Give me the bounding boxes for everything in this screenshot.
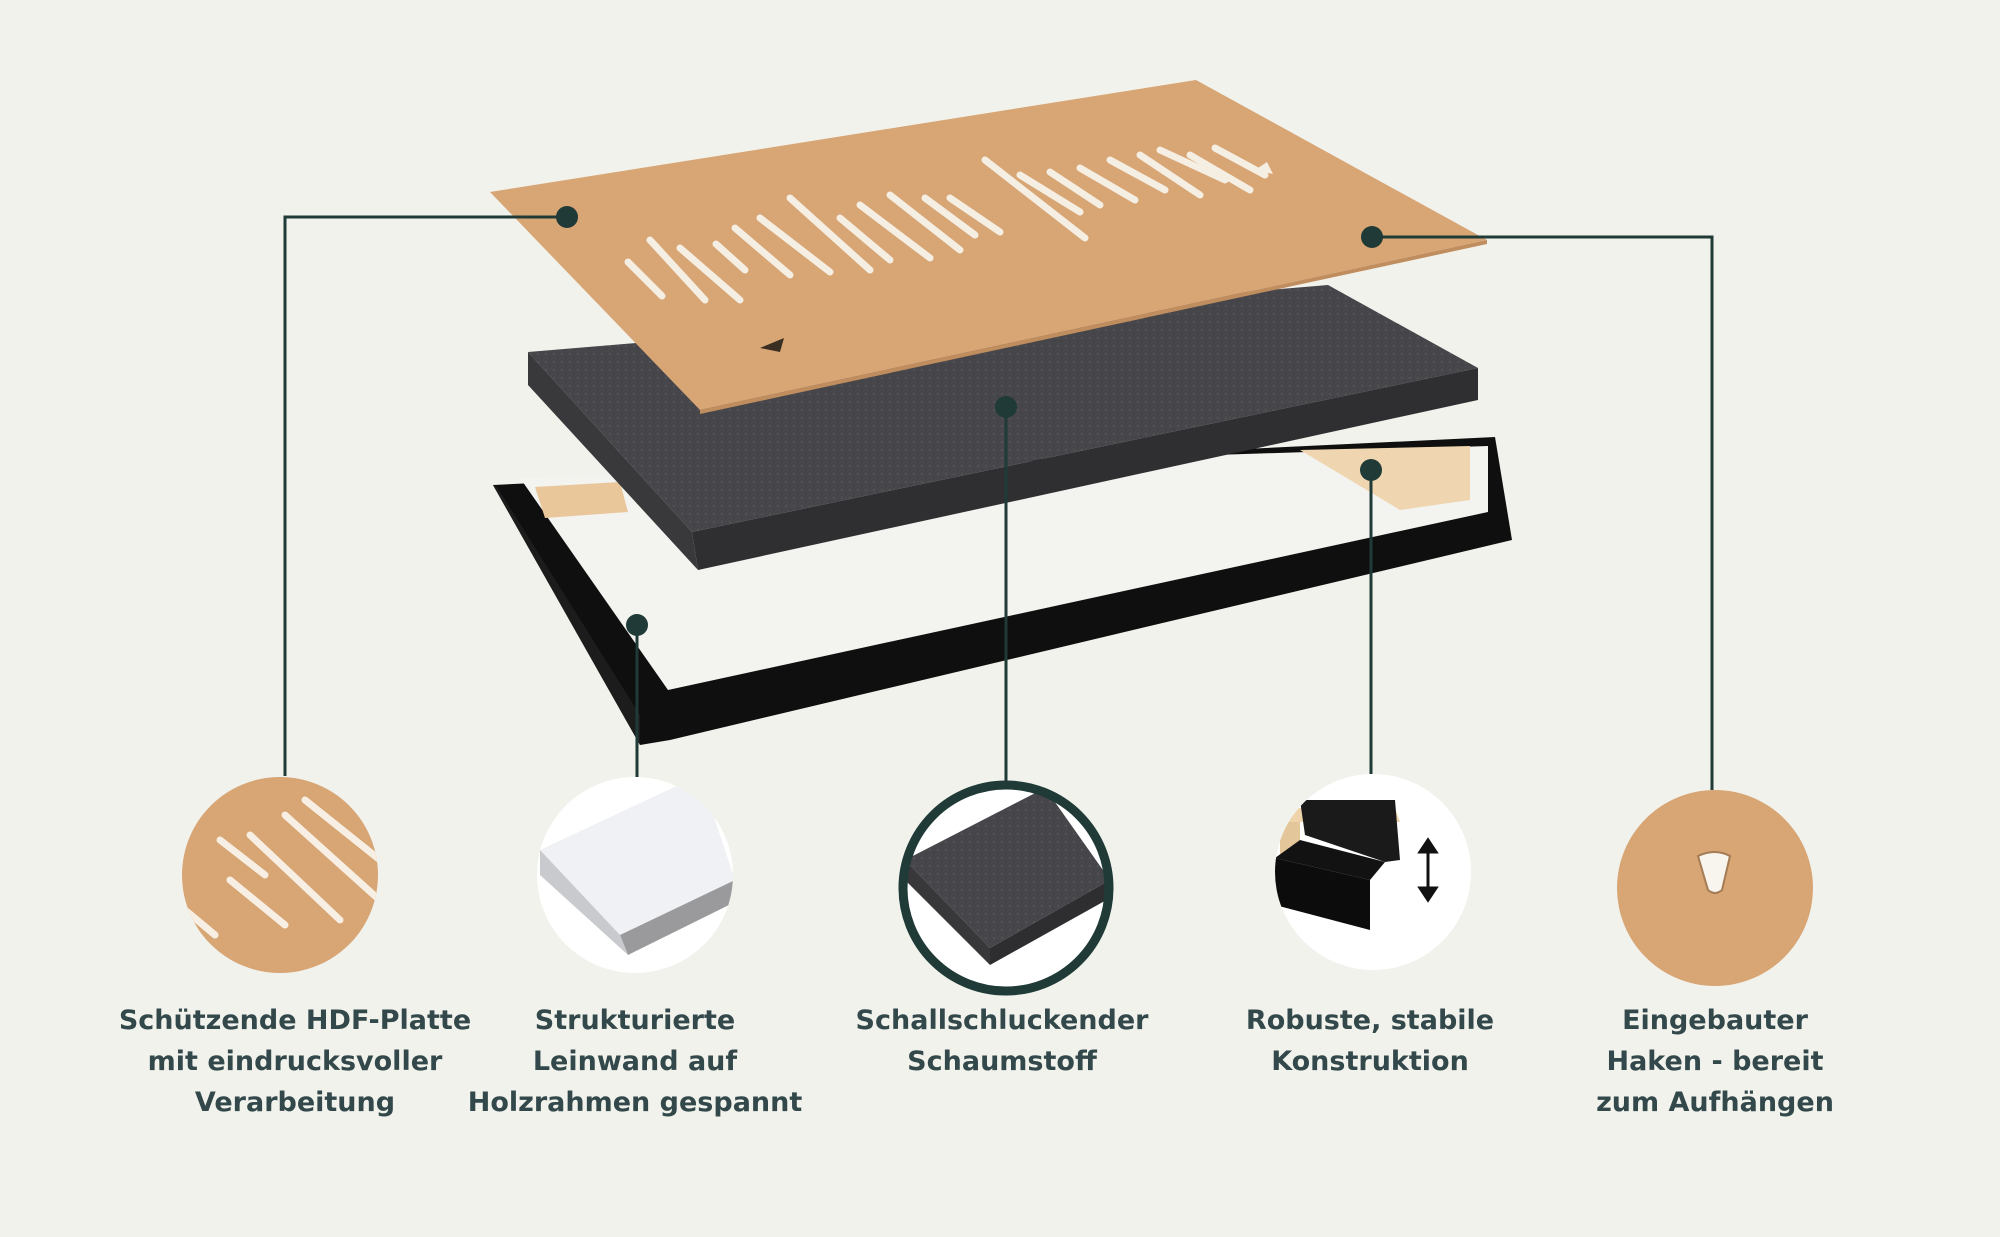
label-foam: Schallschluckender Schaumstoff — [812, 1000, 1192, 1082]
canvas-detail-circle — [537, 775, 735, 973]
hdf-detail-circle — [182, 777, 385, 973]
label-hook: Eingebauter Haken - bereit zum Aufhängen — [1525, 1000, 1905, 1123]
hook-detail-circle — [1617, 790, 1813, 986]
label-canvas: Strukturierte Leinwand auf Holzrahmen ge… — [445, 1000, 825, 1123]
foam-detail-circle — [903, 785, 1110, 991]
frame-detail-circle — [1275, 774, 1471, 970]
label-hdf-plate: Schützende HDF-Platte mit eindrucksvolle… — [105, 1000, 485, 1123]
label-frame: Robuste, stabile Konstruktion — [1180, 1000, 1560, 1082]
